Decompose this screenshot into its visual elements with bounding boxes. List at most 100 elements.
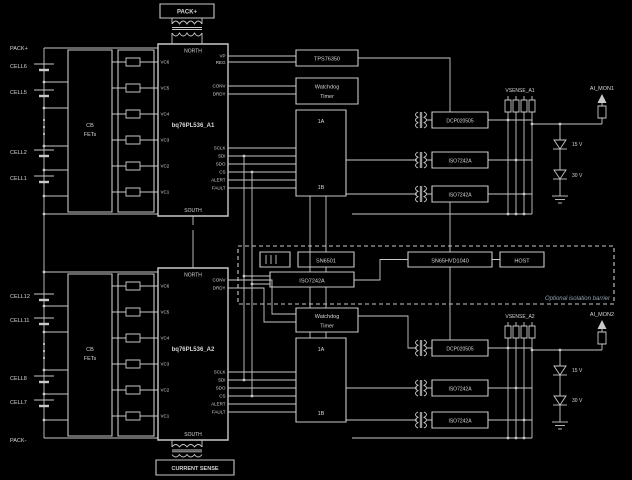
south-port-label: SOUTH xyxy=(184,432,202,438)
cell-label: CELL12 xyxy=(10,294,30,300)
buffer-b-label: 1B xyxy=(318,411,325,417)
svg-text:SDO: SDO xyxy=(216,162,226,167)
zener-2-label-a2: 30 V xyxy=(572,398,583,404)
cell-label: CELL8 xyxy=(10,376,27,382)
output-arrow-icon xyxy=(597,320,607,329)
zener-2-label-a1: 30 V xyxy=(572,173,583,179)
buffer-box-a2 xyxy=(296,338,346,422)
pack-plus-terminal-box xyxy=(160,4,214,18)
series-resistor-a1 xyxy=(598,106,606,118)
iso-module-3-a1: ISO7242A xyxy=(416,186,489,202)
svg-text:ISO7242A: ISO7242A xyxy=(448,419,472,425)
cb-fets-label-2: FETs xyxy=(84,132,97,138)
afe-name-a2: bq76PL536_A2 xyxy=(172,347,215,353)
south-port-label: SOUTH xyxy=(184,208,202,214)
afe-a1-host-pin-labels: VP REG CONV DRDY SCLK SDI SDO CS ALERT F… xyxy=(211,54,226,191)
svg-text:SCLK: SCLK xyxy=(214,370,226,375)
zener-1-label-a1: 15 V xyxy=(572,142,583,148)
svg-text:DCP020505: DCP020505 xyxy=(446,347,473,353)
svg-text:ISO7242A: ISO7242A xyxy=(448,387,472,393)
digital-isolator-box xyxy=(270,272,354,287)
transformer-icon xyxy=(416,186,427,202)
junction-dots xyxy=(42,80,562,440)
svg-text:ISO7242A: ISO7242A xyxy=(448,193,472,199)
series-resistor-a2 xyxy=(598,332,606,344)
svg-text:DRDY: DRDY xyxy=(213,286,226,291)
svg-text:VC6: VC6 xyxy=(161,60,170,65)
svg-text:CONV: CONV xyxy=(212,84,225,89)
wires-stack-a2 xyxy=(44,272,602,447)
svg-text:SCLK: SCLK xyxy=(214,146,226,151)
cb-fets-box-a1 xyxy=(68,50,112,212)
transceiver-label: SN65HVD1040 xyxy=(431,259,469,265)
ai-output-label-a1: AI_MON1 xyxy=(590,86,614,92)
ellipsis-dots xyxy=(42,118,46,136)
cell-label: CELL1 xyxy=(10,176,27,182)
svg-text:VC5: VC5 xyxy=(161,310,170,315)
afe-chip-a2 xyxy=(158,268,228,440)
svg-text:ALERT: ALERT xyxy=(211,178,226,183)
pack-plus-terminal-label: PACK+ xyxy=(177,10,198,16)
cb-fets-label-2: FETs xyxy=(84,356,97,362)
isolation-caption: Optional isolation barrier xyxy=(545,296,611,302)
afe-name-a1: bq76PL536_A1 xyxy=(172,123,215,129)
cell-label: CELL5 xyxy=(10,90,27,96)
bus-resistors-a1 xyxy=(505,100,535,112)
svg-text:VC3: VC3 xyxy=(161,138,170,143)
digital-isolator-label: ISO7242A xyxy=(299,279,325,285)
afe-a2-vc-pin-labels: VC6 VC5 VC4 VC3 VC2 VC1 xyxy=(161,284,170,419)
watchdog-label-1: Watchdog xyxy=(315,314,340,320)
iso-supply-label: SN6501 xyxy=(316,259,336,265)
pack-minus-rail-label: PACK- xyxy=(10,438,27,444)
bus-label-a2: VSENSE_A2 xyxy=(505,314,534,320)
iso-module-1-a2: DCP020505 xyxy=(416,340,489,356)
filter-elements-a2 xyxy=(126,282,140,420)
cell-label: CELL6 xyxy=(10,64,27,70)
filter-elements-a1 xyxy=(126,58,140,196)
watchdog-label-2: Timer xyxy=(320,324,334,330)
buffer-a-label: 1A xyxy=(318,119,325,125)
transceiver-box xyxy=(408,252,492,267)
svg-text:FAULT: FAULT xyxy=(212,410,226,415)
svg-text:VC2: VC2 xyxy=(161,388,170,393)
svg-text:ALERT: ALERT xyxy=(211,402,226,407)
host-box xyxy=(500,252,544,267)
cell-label: CELL2 xyxy=(10,150,27,156)
wires-shared xyxy=(44,48,450,438)
transformer-icon xyxy=(416,340,427,356)
zener-1-label-a2: 15 V xyxy=(572,368,583,374)
cb-fets-label-1: CB xyxy=(86,347,94,353)
afe-a2-host-pin-labels: CONV DRDY SCLK SDI SDO CS ALERT FAULT xyxy=(211,278,226,415)
svg-text:CONV: CONV xyxy=(212,278,225,283)
buffer-b-label: 1B xyxy=(318,185,325,191)
svg-text:VC6: VC6 xyxy=(161,284,170,289)
zener-diode-icon xyxy=(553,396,567,405)
svg-text:VC4: VC4 xyxy=(161,336,170,341)
afe-chip-a1 xyxy=(158,44,228,216)
buffer-box-a1 xyxy=(296,110,346,196)
svg-text:FAULT: FAULT xyxy=(212,186,226,191)
watchdog-label-2: Timer xyxy=(320,94,334,100)
ground-icon xyxy=(552,422,568,429)
transformer-icon xyxy=(416,380,427,396)
transformer-icon xyxy=(172,445,202,458)
watchdog-box-a2 xyxy=(296,308,358,332)
svg-text:VC3: VC3 xyxy=(161,362,170,367)
transformer-icon xyxy=(416,112,427,128)
current-sense-terminal-label: CURRENT SENSE xyxy=(171,466,218,472)
iso-module-2-a2: ISO7242A xyxy=(416,380,489,396)
iso-module-1-a1: DCP020505 xyxy=(416,112,489,128)
iso-module-2-a1: ISO7242A xyxy=(416,152,489,168)
transformer-icon xyxy=(416,152,427,168)
ground-icon xyxy=(552,196,568,203)
svg-text:VC2: VC2 xyxy=(161,164,170,169)
svg-text:SDO: SDO xyxy=(216,386,226,391)
ellipsis-dots xyxy=(42,342,46,360)
afe-a1-vc-pin-labels: VC6 VC5 VC4 VC3 VC2 VC1 xyxy=(161,60,170,195)
svg-text:SDI: SDI xyxy=(218,378,226,383)
battery-cell-icons-a2 xyxy=(34,294,54,406)
bus-resistors-a2 xyxy=(505,326,535,338)
connector-icon xyxy=(260,252,290,267)
transformer-icon xyxy=(416,412,427,428)
svg-text:VC1: VC1 xyxy=(161,414,170,419)
